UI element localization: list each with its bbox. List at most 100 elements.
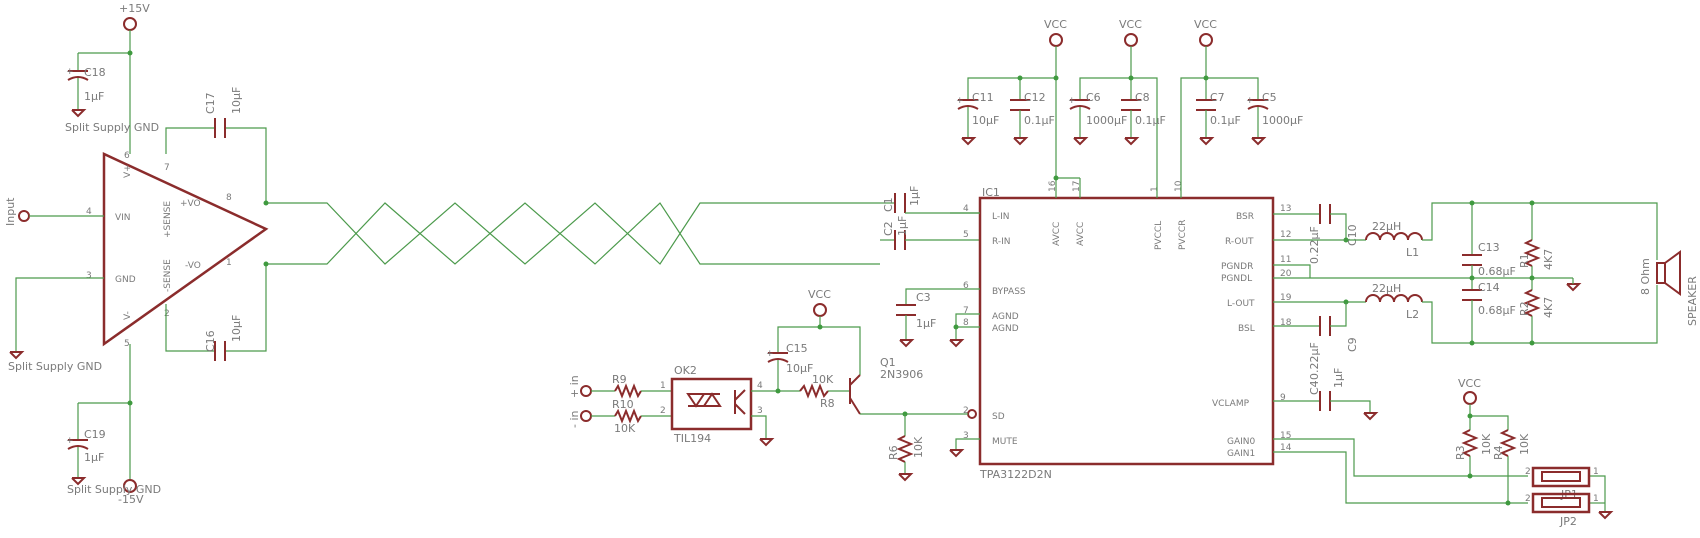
ic-pin16: 16 [1048, 180, 1058, 192]
plus15-label: +15V [119, 2, 150, 15]
r10-label: R10 [612, 398, 634, 411]
resistor-r2: R2 4K7 [1518, 278, 1555, 346]
vcc-pvccl: VCC [1079, 18, 1158, 198]
c12-value: 0.1µF [1024, 114, 1055, 127]
c13-label: C13 [1478, 241, 1500, 254]
l1-label: L1 [1406, 246, 1419, 259]
capacitor-c2: C2 1µF [880, 216, 980, 250]
ic-agnd2: AGND [992, 324, 1019, 334]
gain-network: VCC [1273, 377, 1614, 520]
vcc-label-4: VCC [808, 288, 831, 301]
ic-gain0: GAIN0 [1227, 437, 1256, 447]
c13-value: 0.68µF [1478, 265, 1516, 278]
c8-label: C8 [1135, 91, 1150, 104]
op-amp-msense-label: -SENSE [163, 259, 173, 292]
op-amp-pin6: 6 [124, 151, 130, 161]
capacitor-c16: C16 10µF [165, 264, 267, 361]
ic-pin17: 17 [1072, 181, 1082, 192]
op-amp-pvo-label: +VO [180, 199, 201, 209]
c2-label: C2 [882, 221, 895, 236]
opto-pin3: 3 [757, 406, 763, 416]
ic-pgndl: PGNDL [1221, 274, 1252, 284]
capacitor-c12: C12 0.1µF [1010, 91, 1055, 146]
c9-label: C9 [1346, 337, 1359, 352]
ic-avcc1: AVCC [1052, 222, 1062, 246]
capacitor-c15: VCC + C15 10µF [766, 288, 861, 391]
op-amp-psense-label: +SENSE [163, 201, 173, 238]
split-gnd-label-3: Split Supply GND [67, 483, 161, 496]
l2-label: L2 [1406, 308, 1419, 321]
c8-value: 0.1µF [1135, 114, 1166, 127]
c10-label: C10 [1346, 224, 1359, 246]
r2-label: R2 [1518, 301, 1531, 316]
ic-agnd1: AGND [992, 312, 1019, 322]
c6-label: C6 [1086, 91, 1101, 104]
op-amp-pin5: 5 [124, 339, 130, 349]
r6-label: R6 [887, 445, 900, 460]
ic-pin19: 19 [1280, 293, 1292, 303]
ic-lout: L-OUT [1227, 299, 1255, 309]
capacitor-c3: C3 1µF [896, 288, 980, 348]
r8-label: R8 [820, 397, 835, 410]
capacitor-c18: + C18 1µF Split Supply GND [65, 66, 159, 134]
r2-value: 4K7 [1542, 297, 1555, 318]
input-connector: Input [4, 197, 104, 226]
resistor-r1: R1 4K7 [1518, 200, 1555, 281]
ic-pin4: 4 [963, 204, 969, 214]
r4-label: R4 [1492, 445, 1505, 460]
op-amp-pin7: 7 [164, 163, 170, 173]
c9-value: 0.22µF [1308, 342, 1321, 380]
capacitor-c7: C7 0.1µF [1196, 91, 1241, 146]
mute-gnd [949, 438, 980, 458]
ic-pvccr: PVCCR [1178, 220, 1188, 250]
ic-pin12: 12 [1280, 230, 1291, 240]
resistor-r9: R9 [612, 373, 672, 399]
c6-value: 1000µF [1086, 114, 1127, 127]
op-amp-pin4: 4 [86, 207, 92, 217]
speaker-label: SPEAKER [1686, 276, 1699, 326]
amplifier-ic: IC1 TPA3122D2N L-IN R-IN BYPASS AGND AGN… [963, 180, 1292, 481]
minus15-label: -15V [118, 493, 144, 506]
op-amp-vin-label: VIN [115, 213, 131, 223]
c16-label: C16 [204, 330, 217, 352]
plus15-supply: +15V [77, 2, 150, 154]
speaker: SPEAKER 8 Ohm [1639, 250, 1699, 326]
agnd-wire [949, 313, 980, 348]
c18-label: C18 [84, 66, 106, 79]
optocoupler: OK2 TIL194 1 2 4 3 [660, 364, 763, 445]
ic-bsl: BSL [1238, 324, 1255, 334]
op-amp-gnd-wire: Split Supply GND [8, 277, 104, 373]
ic-pin20: 20 [1280, 269, 1292, 279]
minus15-supply: -15V [78, 344, 144, 506]
c19-label: C19 [84, 428, 106, 441]
op-amp-pin8: 8 [226, 193, 232, 203]
jumper-jp2[interactable]: 2 1 JP2 [1525, 492, 1599, 528]
vcc-label-2: VCC [1119, 18, 1142, 31]
minus-in-label: - in [568, 410, 581, 428]
r3-value: 10K [1480, 433, 1493, 455]
speaker-value: 8 Ohm [1639, 258, 1652, 295]
c3-label: C3 [916, 291, 931, 304]
resistor-r8: 10K R8 [799, 373, 850, 410]
c12-label: C12 [1024, 91, 1046, 104]
c17-value: 10µF [230, 87, 243, 114]
op-amp-pin3: 3 [86, 271, 92, 281]
ic-gain1: GAIN1 [1227, 449, 1255, 459]
c7-value: 0.1µF [1210, 114, 1241, 127]
svg-text:+: + [956, 96, 964, 106]
capacitor-c14: C14 0.68µF [1462, 278, 1516, 346]
capacitor-c8: C8 0.1µF [1121, 91, 1166, 146]
q1-part: 2N3906 [880, 368, 923, 381]
c5-label: C5 [1262, 91, 1277, 104]
jp1-pin2: 2 [1525, 467, 1531, 477]
jumper-jp1[interactable]: 2 1 JP1 [1525, 466, 1599, 501]
c4-value: 1µF [1332, 368, 1345, 388]
opto-pin2: 2 [660, 406, 666, 416]
svg-text:+: + [1068, 96, 1076, 106]
resistor-r6: R6 10K [887, 414, 925, 482]
c19-value: 1µF [84, 451, 104, 464]
opto-part: TIL194 [673, 432, 711, 445]
split-gnd-label-1: Split Supply GND [65, 121, 159, 134]
c15-value: 10µF [786, 362, 813, 375]
op-amp-vplus-label: V+ [123, 164, 133, 178]
